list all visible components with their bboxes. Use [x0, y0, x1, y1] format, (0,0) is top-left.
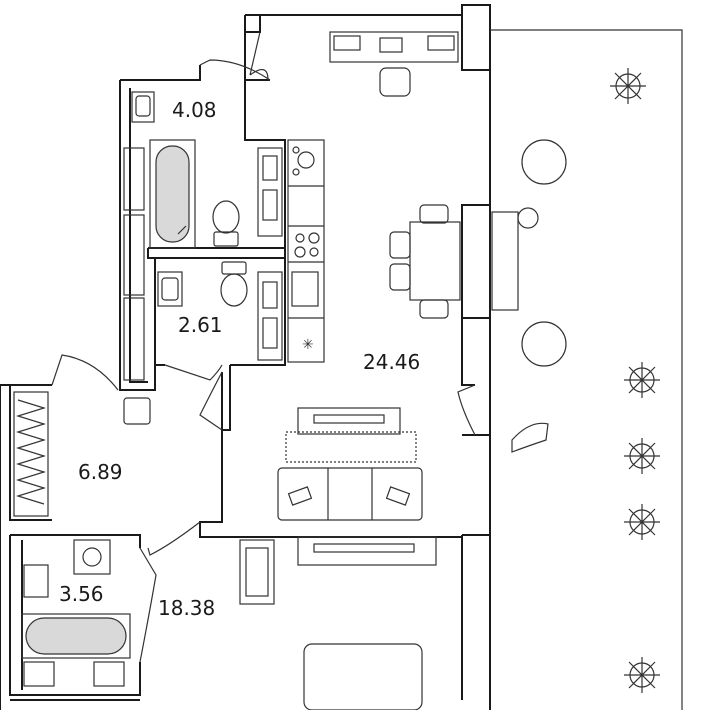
area-label-bathroom-bottom: 3.56 [59, 582, 104, 606]
area-label-bathroom-small: 2.61 [178, 313, 223, 337]
toilet-top-icon [212, 200, 240, 247]
area-label-bedroom: 18.38 [158, 596, 216, 620]
kitchen-counter [287, 139, 325, 363]
fridge-icon: ✳ [302, 337, 314, 353]
walls [0, 4, 491, 710]
shelves-column [123, 147, 283, 381]
desk-area [329, 31, 459, 97]
bathroom-bottom-fixtures [21, 539, 131, 687]
bedroom-furniture [239, 536, 437, 710]
tv-sofa-area [277, 407, 423, 521]
terrace [490, 29, 683, 710]
plant-icon [610, 68, 660, 693]
area-label-living-kitchen: 24.46 [363, 350, 421, 374]
dining-table [389, 204, 461, 319]
area-label-bathroom-top: 4.08 [172, 98, 217, 122]
bathroom-small-fixtures [157, 261, 248, 307]
doors [51, 31, 476, 663]
sink-top-icon [131, 91, 155, 123]
hallway-wardrobe [13, 391, 151, 517]
area-label-hallway: 6.89 [78, 460, 123, 484]
bathtub-top-icon [149, 139, 196, 249]
